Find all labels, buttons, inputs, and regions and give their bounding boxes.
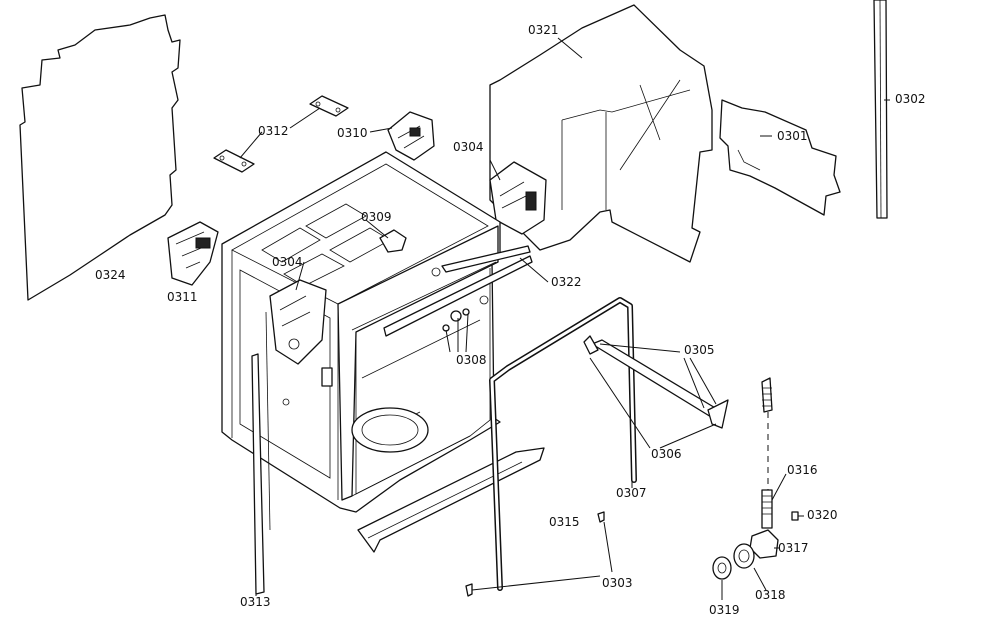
label-0324: 0324 [95, 268, 126, 282]
label-0319: 0319 [709, 603, 740, 617]
label-0317: 0317 [778, 541, 809, 555]
part-0305-pipe [583, 335, 729, 429]
label-0321: 0321 [528, 23, 559, 37]
label-0304-upper: 0304 [453, 140, 484, 154]
label-0316: 0316 [787, 463, 818, 477]
leader-lines [239, 37, 890, 600]
label-0306: 0306 [651, 447, 682, 461]
label-0322: 0322 [551, 275, 582, 289]
part-0318-nut [733, 543, 755, 569]
part-0310-bracket [387, 111, 435, 161]
label-0309: 0309 [361, 210, 392, 224]
part-0313-strip [251, 311, 271, 595]
label-0320: 0320 [807, 508, 838, 522]
label-0308: 0308 [456, 353, 487, 367]
label-0310: 0310 [337, 126, 368, 140]
part-0322-rail [441, 245, 531, 273]
label-0311: 0311 [167, 290, 198, 304]
part-0312-clips [213, 95, 349, 173]
part-0304-lower-bracket [269, 279, 327, 365]
label-0305: 0305 [684, 343, 715, 357]
part-0302-strip [873, 0, 888, 219]
label-0318: 0318 [755, 588, 786, 602]
part-0316-hose [761, 377, 773, 529]
label-0302: 0302 [895, 92, 926, 106]
label-0313: 0313 [240, 595, 271, 609]
part-0324-side-panel [19, 14, 181, 301]
label-0303: 0303 [602, 576, 633, 590]
part-0309 [379, 229, 407, 253]
part-0301-plate [719, 99, 841, 216]
label-0307: 0307 [616, 486, 647, 500]
part-labels: 0321 0302 0301 0312 0310 0304 0309 0304 … [95, 23, 926, 617]
label-0312: 0312 [258, 124, 289, 138]
part-0319-washer [712, 556, 732, 580]
part-screws [465, 511, 799, 597]
label-0315: 0315 [549, 515, 580, 529]
part-0311-bracket [167, 221, 219, 286]
label-0304-lower: 0304 [272, 255, 303, 269]
part-0307-tube [489, 297, 637, 591]
label-0301: 0301 [777, 129, 808, 143]
